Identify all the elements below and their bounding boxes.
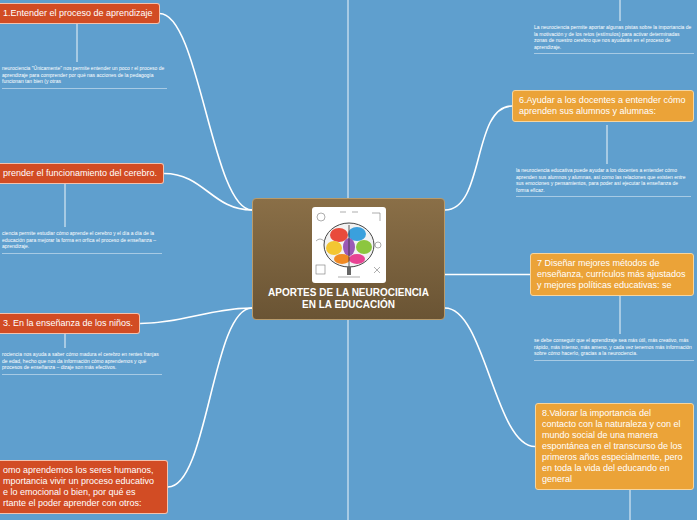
- description-text: se debe conseguir que el aprendizaje sea…: [534, 337, 694, 361]
- leader-line: [620, 294, 621, 334]
- topic-text: 3. En la enseñanza de los niños.: [3, 318, 133, 329]
- description-text: ciencia permite estudiar cómo aprende el…: [2, 230, 162, 254]
- leader-line: [77, 22, 78, 62]
- leader-line: [65, 333, 66, 348]
- branch-connector: [168, 308, 252, 487]
- topic-text: 1.Entender el proceso de aprendizaje: [3, 8, 153, 19]
- central-title: APORTES DE LA NEUROCIENCIA EN LA EDUCACI…: [253, 283, 444, 311]
- topic-text: 6.Ayudar a los docentes a entender cómo …: [519, 95, 687, 117]
- topic-text: prender el funcionamiento del cerebro.: [3, 168, 157, 179]
- description-text: neurociencia "Únicamente" nos permite en…: [2, 65, 167, 89]
- topic-text: omo aprendemos los seres humanos, mporta…: [3, 465, 161, 509]
- description-text: rociencia nos ayuda a saber cómo madura …: [2, 351, 162, 375]
- leader-line: [620, 0, 621, 21]
- topic-box: 7 Diseñar mejores métodos de enseñanza, …: [530, 253, 694, 296]
- branch-connector: [164, 174, 252, 211]
- description-text: la neurociencia educativa puede ayudar a…: [516, 167, 691, 197]
- branch-connector: [445, 274, 530, 275]
- topic-box: 1.Entender el proceso de aprendizaje: [0, 3, 160, 24]
- brain-illustration: [312, 207, 386, 283]
- topic-text: 8.Valorar la importancia del contacto co…: [542, 408, 687, 485]
- leader-line: [607, 125, 608, 164]
- branch-connector: [445, 308, 535, 447]
- central-topic: APORTES DE LA NEUROCIENCIA EN LA EDUCACI…: [252, 198, 445, 320]
- topic-box: 8.Valorar la importancia del contacto co…: [535, 403, 694, 490]
- topic-box: omo aprendemos los seres humanos, mporta…: [0, 460, 168, 514]
- topic-box: 3. En la enseñanza de los niños.: [0, 313, 140, 334]
- topic-box: 6.Ayudar a los docentes a entender cómo …: [512, 90, 694, 122]
- description-text: La neurociencia permite aportar algunas …: [534, 24, 694, 54]
- topic-box: prender el funcionamiento del cerebro.: [0, 163, 164, 184]
- leader-line: [65, 183, 66, 227]
- branch-line: [348, 0, 349, 198]
- branch-connector: [445, 106, 512, 210]
- branch-line: [348, 320, 349, 520]
- topic-text: 7 Diseñar mejores métodos de enseñanza, …: [537, 258, 687, 291]
- branch-connector: [160, 14, 252, 211]
